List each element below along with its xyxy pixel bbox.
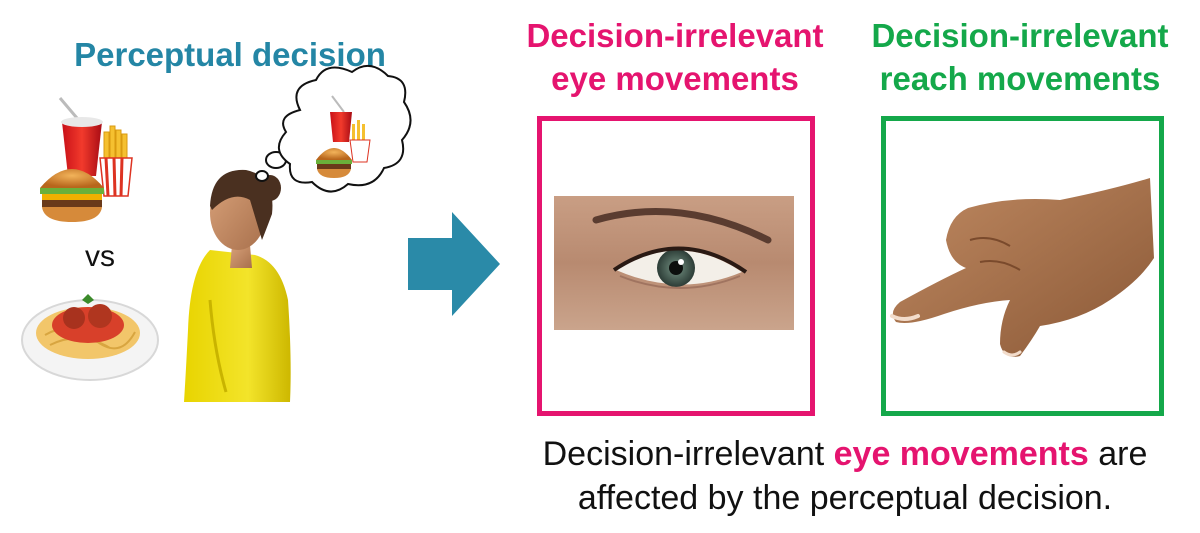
reach-movements-frame (881, 116, 1164, 416)
reach-title-line1: Decision-irrelevant (871, 17, 1169, 54)
spaghetti-icon (21, 294, 159, 381)
eye-title-line1: Decision-irrelevant (526, 17, 824, 54)
fast-food-icon (40, 97, 133, 222)
caption-part1: Decision-irrelevant (542, 435, 834, 473)
caption-line2: affected by the perceptual decision. (577, 479, 1113, 517)
vs-label: vs (85, 240, 115, 273)
right-arrow-icon (408, 212, 500, 316)
eye-title-line2: eye movements (551, 60, 799, 97)
caption-highlight: eye movements (833, 435, 1089, 473)
reach-movements-title: Decision-irrelevant reach movements (850, 14, 1190, 100)
reach-title-line2: reach movements (879, 60, 1161, 97)
eye-movements-title: Decision-irrelevant eye movements (500, 14, 850, 100)
caption: Decision-irrelevant eye movements are af… (490, 432, 1200, 520)
eye-image (554, 196, 794, 330)
pointing-hand-image (890, 178, 1154, 357)
thought-bubble-icon (255, 65, 412, 193)
woman-figure (184, 169, 291, 402)
caption-line1: Decision-irrelevant eye movements are (490, 432, 1200, 476)
caption-part2: are (1088, 435, 1148, 473)
eye-movements-frame (537, 116, 815, 416)
